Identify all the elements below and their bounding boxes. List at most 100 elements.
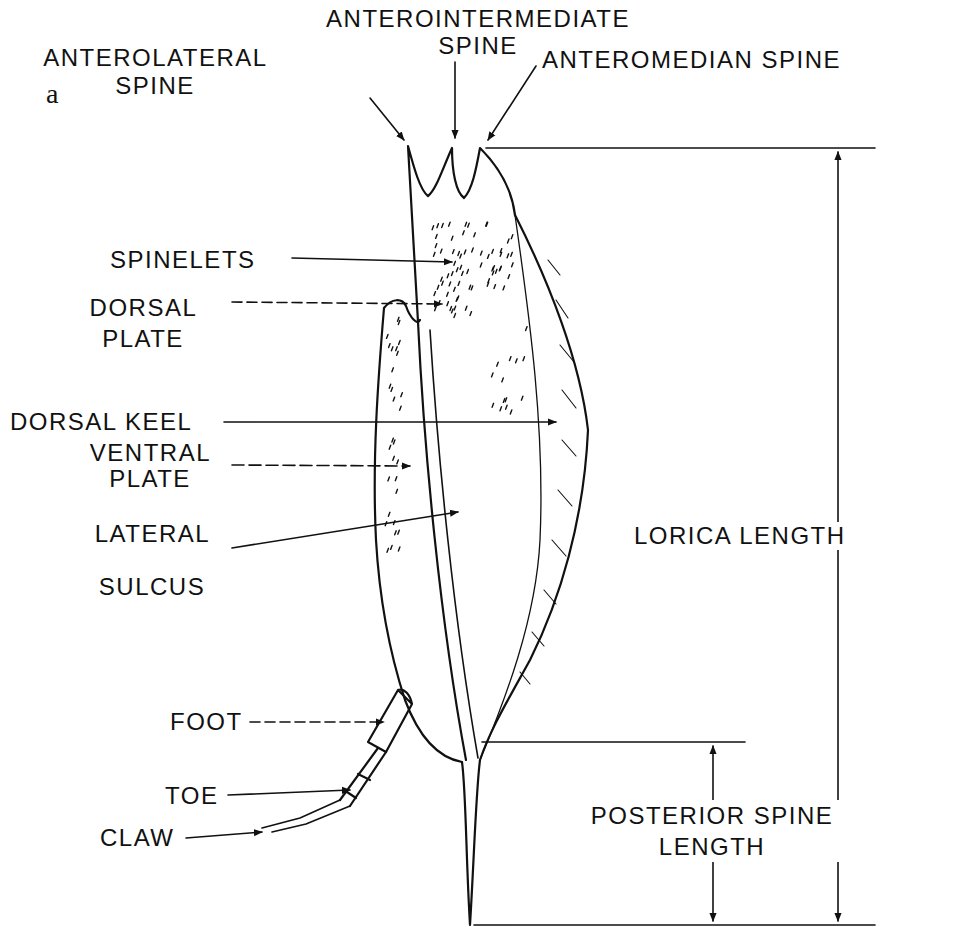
spinelet: [503, 398, 505, 402]
spinelet: [523, 357, 525, 361]
spinelet: [492, 271, 494, 275]
spinelet: [393, 440, 395, 444]
spinelet: [494, 285, 496, 289]
spinelet: [398, 321, 400, 325]
spinelet: [442, 224, 444, 228]
spinelet: [492, 373, 494, 377]
spinelet: [510, 357, 512, 361]
dorsal-plate-label: DORSAL PLATE: [88, 292, 199, 354]
spinelet: [400, 406, 402, 410]
spinelet: [463, 231, 465, 235]
keel-hatching: [520, 260, 576, 684]
spinelet: [389, 445, 391, 449]
spinelet: [465, 306, 467, 310]
spinelet: [388, 477, 390, 481]
spinelet: [389, 344, 391, 348]
spinelets-texture: [385, 222, 527, 552]
spinelet: [392, 438, 394, 442]
claw-label: CLAW: [98, 824, 176, 852]
spinelet: [465, 222, 467, 226]
toe-label: TOE: [163, 782, 220, 810]
spinelet: [395, 477, 397, 481]
posterior-spine: [462, 760, 480, 925]
spinelet: [395, 531, 397, 535]
spinelet: [462, 271, 464, 275]
spinelet: [486, 222, 488, 226]
dorsal-keel-inner: [480, 215, 541, 760]
spinelet: [447, 302, 449, 306]
spinelet: [470, 312, 472, 316]
spinelet: [453, 250, 455, 254]
spinelet: [454, 287, 456, 291]
spinelet: [437, 285, 439, 289]
spinelets-label: SPINELETS: [108, 246, 258, 274]
spinelet: [457, 296, 459, 300]
spinelet: [511, 235, 513, 239]
anterior-spines: [408, 146, 515, 322]
spinelet: [496, 269, 498, 273]
spinelet: [456, 268, 458, 272]
dimension-lines: [474, 148, 875, 925]
spinelet: [397, 351, 399, 355]
spinelet: [487, 282, 489, 286]
spinelet: [454, 261, 456, 265]
spinelet: [387, 548, 389, 552]
spinelet: [480, 263, 482, 267]
spinelet: [454, 314, 456, 318]
dorsal-keel-label: DORSAL KEEL: [8, 408, 194, 436]
dorsal-plate-edge: [430, 330, 478, 758]
spinelet: [434, 292, 436, 296]
spinelet: [488, 254, 490, 258]
spinelet: [442, 281, 444, 285]
spinelet: [391, 347, 393, 351]
spinelet: [502, 378, 504, 382]
spinelet: [508, 239, 510, 243]
spinelet: [512, 263, 513, 267]
spinelet: [493, 266, 495, 270]
spinelet: [447, 274, 449, 278]
spinelet: [469, 285, 471, 289]
spinelet: [458, 252, 460, 256]
spinelet: [441, 249, 443, 253]
spinelet: [492, 249, 494, 253]
dorsal-keel-outline: [480, 215, 588, 760]
spinelet: [397, 460, 399, 464]
lateral-sulcus-label: LATERAL SULCUS: [93, 508, 212, 614]
toe: [340, 748, 386, 806]
anterolateral-spine-label: ANTEROLATERAL SPINE: [41, 44, 269, 99]
spinelet: [391, 387, 393, 391]
spinelet: [500, 252, 502, 256]
spinelet: [393, 456, 395, 460]
spinelet: [492, 403, 494, 407]
spinelet: [452, 272, 454, 276]
spinelet: [511, 252, 513, 256]
lateral-sulcus-line: [418, 322, 466, 760]
ventral-plate-outline: [375, 300, 462, 762]
stray-letter: a: [44, 78, 60, 110]
spinelet: [435, 244, 437, 248]
spinelet: [388, 512, 390, 516]
spinelet: [506, 405, 508, 409]
posterior-spine-length-label: POSTERIOR SPINE LENGTH: [550, 800, 874, 862]
spinelet: [436, 234, 438, 238]
spinelet: [503, 286, 505, 290]
spinelet: [387, 334, 389, 338]
spinelet: [392, 368, 394, 372]
spinelet: [435, 307, 437, 311]
spinelet: [507, 254, 509, 258]
spinelet: [454, 306, 456, 310]
spinelet: [471, 286, 473, 290]
spinelet: [396, 489, 398, 493]
spinelet: [458, 281, 460, 285]
spinelet: [508, 275, 510, 279]
spinelet: [399, 341, 401, 345]
spinelet: [486, 222, 488, 226]
spinelet: [441, 277, 443, 281]
spinelet: [437, 224, 439, 228]
anteromedian-spine-label: ANTEROMEDIAN SPINE: [540, 46, 843, 74]
spinelet: [510, 410, 512, 414]
spinelet: [439, 301, 441, 305]
spinelet: [391, 545, 393, 549]
spinelet: [398, 317, 400, 321]
spinelet: [468, 223, 470, 227]
